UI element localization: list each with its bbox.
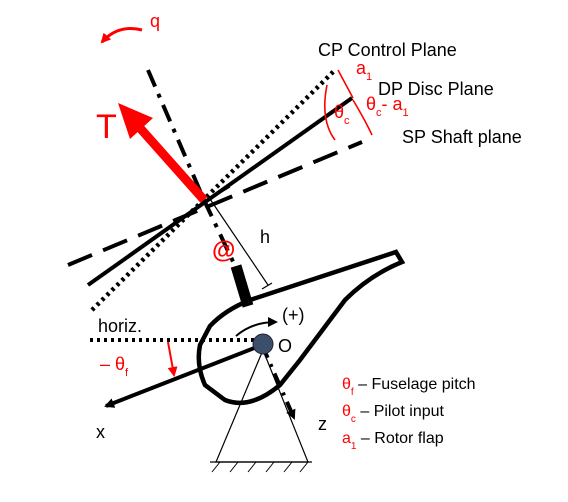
h-dimension-tick-bottom — [261, 282, 273, 290]
legend: θf – Fuselage pitch θc – Pilot input a1 … — [342, 376, 476, 452]
thrust-arrow-shaft — [136, 125, 208, 203]
h-dimension-line — [207, 195, 269, 286]
disc-plane-label: DP Disc Plane — [378, 79, 494, 99]
fuselage-outline — [196, 249, 406, 406]
legend-item-fuselage-pitch: θf – Fuselage pitch — [342, 376, 476, 398]
rotor-mast-axis-lower — [202, 199, 238, 269]
neg-theta-f-label: – θf — [100, 354, 129, 379]
hub-at-symbol: @ — [212, 237, 235, 264]
rotor-mast-axis-upper — [146, 69, 206, 201]
horiz-label: horiz. — [98, 316, 142, 336]
ground-hatching — [211, 461, 309, 473]
disc-plane-line — [86, 96, 354, 287]
pitch-rate-arrow — [100, 27, 143, 44]
h-dimension-tick-top — [219, 186, 231, 194]
a1-angle-label: a1 — [356, 58, 372, 83]
theta-c-minus-a1-label: θc- a1 — [366, 94, 409, 119]
shaft-plane-label: SP Shaft plane — [402, 127, 522, 147]
thrust-label: T — [96, 108, 117, 146]
shaft-plane-line — [67, 140, 363, 267]
positive-rotation-arrow — [235, 317, 278, 337]
z-axis-label: z — [318, 414, 327, 434]
positive-rotation-label: (+) — [282, 305, 305, 325]
control-plane-label: CP Control Plane — [318, 40, 457, 60]
center-of-gravity-dot — [252, 333, 274, 355]
origin-o-label: O — [278, 336, 292, 356]
theta-f-arrow — [167, 341, 178, 377]
a1-arc — [337, 69, 354, 99]
x-axis — [104, 343, 263, 408]
theta-c-minus-a1-arc — [352, 99, 373, 136]
thrust-arrowhead — [118, 103, 153, 139]
legend-item-pilot-input: θc – Pilot input — [342, 403, 445, 425]
h-label: h — [260, 227, 270, 247]
theta-c-arc — [324, 84, 336, 141]
z-axis — [260, 344, 296, 420]
theta-c-angle-label: θc — [334, 102, 350, 127]
legend-item-rotor-flap: a1 – Rotor flap — [342, 430, 444, 452]
q-label: q — [150, 11, 160, 31]
control-plane-line — [90, 68, 337, 312]
x-axis-label: x — [96, 422, 105, 442]
